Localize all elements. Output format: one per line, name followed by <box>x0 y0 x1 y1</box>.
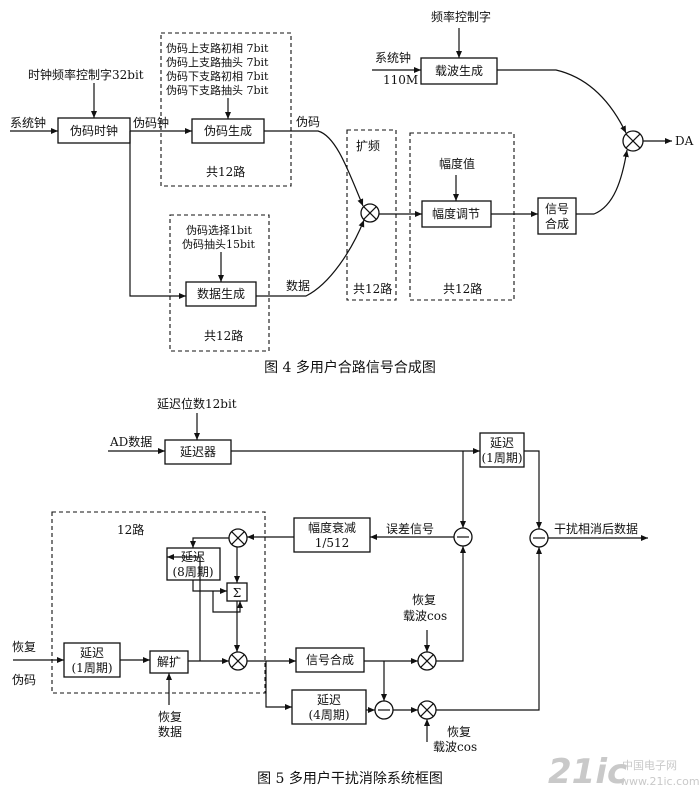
watermark-logo-text: 21ic <box>548 752 627 792</box>
clock-word-label: 时钟频率控制字32bit <box>28 67 144 82</box>
figure-4: 伪码时钟 伪码生成 数据生成 幅度调节 信号 合成 载波生成 <box>10 9 694 376</box>
rec-pn-label-1: 恢复 <box>12 640 36 654</box>
amp-atten-label-2: 1/512 <box>315 536 350 550</box>
figure-5-caption: 图 5 多用户干扰消除系统框图 <box>257 770 443 787</box>
carrier-clk-freq-label: 110M <box>383 73 418 87</box>
data-param-1: 伪码选择1bit <box>186 223 253 237</box>
despread-label: 解扩 <box>157 655 181 669</box>
multiplier-despread <box>228 651 248 671</box>
rec-carrier2-label-2: 载波cos <box>433 740 477 754</box>
ch12-label: 12路 <box>117 522 144 537</box>
delayer-block <box>164 439 232 465</box>
carrier-gen-label: 载波生成 <box>435 64 483 78</box>
delay1-label-2: (1周期) <box>72 661 113 675</box>
rec-data-label-2: 数据 <box>158 724 182 739</box>
subtractor-error <box>453 527 473 547</box>
amp-adj-label: 幅度调节 <box>432 206 480 221</box>
spread-label: 扩频 <box>356 139 380 153</box>
da-label: DA <box>675 134 694 148</box>
data-out-label: 数据 <box>286 278 310 293</box>
figure-5: 延迟器 延迟 (1周期) 幅度衰减 1/512 延迟 (8周期) Σ 延迟 (1… <box>12 396 648 787</box>
ch12-group <box>51 511 266 694</box>
delay-bits-label: 延迟位数12bit <box>157 396 237 411</box>
pn-param-1: 伪码上支路初相 7bit <box>166 41 269 55</box>
amp-atten-block <box>293 517 371 553</box>
sig-comb2-label: 信号合成 <box>306 652 354 667</box>
data-gen-label: 数据生成 <box>197 286 245 301</box>
pn-gen-label: 伪码生成 <box>204 124 252 138</box>
pn-param-4: 伪码下支路抽头 7bit <box>166 83 269 97</box>
output-data-label: 干扰相消后数据 <box>554 521 638 536</box>
carrier-clk-label: 系统钟 <box>375 50 411 65</box>
multiplier-top-inner <box>228 528 248 548</box>
sig-comb2-block <box>295 647 365 673</box>
pn-out-label: 伪码 <box>296 115 320 129</box>
error-signal-label: 误差信号 <box>386 522 434 536</box>
sysclk-label: 系统钟 <box>10 115 46 130</box>
freq-word-label: 频率控制字 <box>431 9 491 24</box>
sig-comb-label-2: 合成 <box>545 216 569 231</box>
sig-comb-block <box>537 197 577 235</box>
pn-clock-label: 伪码时钟 <box>70 123 118 138</box>
delay-4-period-block <box>291 689 367 725</box>
subtractor-output <box>529 528 549 548</box>
delay8-label-2: (8周期) <box>173 565 214 579</box>
spread-group <box>346 129 397 301</box>
multiplier-carrier-1 <box>417 651 437 671</box>
multiplier-carrier-2 <box>417 700 437 720</box>
pn-clock-block <box>57 117 131 144</box>
data-param-2: 伪码抽头15bit <box>182 237 256 251</box>
data-gen-block <box>185 281 257 307</box>
amp-group <box>409 132 515 301</box>
delay4-label-1: 延迟 <box>317 693 341 707</box>
sigma-label: Σ <box>233 586 241 600</box>
amp-atten-label-1: 幅度衰减 <box>308 520 356 535</box>
watermark-site-text: 中国电子网 <box>622 759 677 772</box>
data-gen-group <box>169 214 270 352</box>
delayer-label: 延迟器 <box>180 445 216 459</box>
delay-top-label-2: (1周期) <box>482 451 523 465</box>
amp-group-label: 共12路 <box>443 281 482 296</box>
watermark-logo: 21ic 中国电子网 www.21ic.com <box>548 752 700 792</box>
amp-value-label: 幅度值 <box>439 156 475 171</box>
rec-carrier1-label-2: 载波cos <box>403 609 447 623</box>
rec-pn-label-2: 伪码 <box>12 673 36 687</box>
subtractor-inner <box>374 700 394 720</box>
pn-gen-group <box>160 32 292 187</box>
rec-carrier1-label-1: 恢复 <box>412 593 436 607</box>
delay1-label-1: 延迟 <box>80 646 104 660</box>
rec-carrier2-label-1: 恢复 <box>447 725 471 739</box>
pn-param-2: 伪码上支路抽头 7bit <box>166 55 269 69</box>
delay4-label-2: (4周期) <box>309 708 350 722</box>
figure-4-caption: 图 4 多用户合路信号合成图 <box>264 359 436 376</box>
delay-1-period-top-block <box>479 432 525 468</box>
spread-group-label: 共12路 <box>353 281 392 296</box>
watermark-url-text: www.21ic.com <box>620 775 700 788</box>
sig-comb-label-1: 信号 <box>545 202 569 216</box>
pn-clock-out-label: 伪码钟 <box>133 115 169 130</box>
pn-param-3: 伪码下支路初相 7bit <box>166 69 269 83</box>
pn-group-label: 共12路 <box>206 164 245 179</box>
delay-top-label-1: 延迟 <box>490 436 514 450</box>
rec-data-label-1: 恢复 <box>158 710 182 724</box>
data-group-label: 共12路 <box>204 328 243 343</box>
ad-data-label: AD数据 <box>109 434 152 449</box>
